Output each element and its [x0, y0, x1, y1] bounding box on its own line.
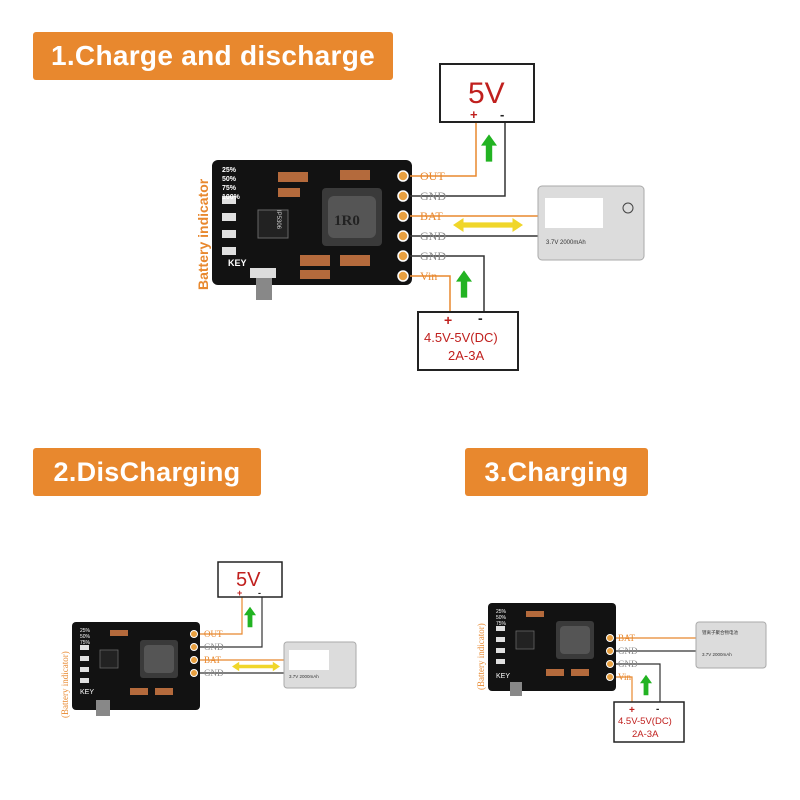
pin-label-bat: BAT: [618, 633, 636, 643]
pin-label-gnd: GND: [420, 229, 446, 243]
plus-sign: +: [629, 705, 635, 716]
minus-sign: -: [500, 107, 504, 122]
battery-spec: 3.7V 2000mAh: [702, 652, 732, 657]
battery-spec: 3.7V 2000mAh: [289, 674, 319, 679]
up-arrow-icon: [640, 674, 652, 696]
pcb-board: [72, 622, 200, 710]
bidirectional-arrow-icon: [453, 218, 523, 232]
input-current-range: 2A-3A: [448, 348, 484, 363]
pin-label-vin: Vin: [618, 672, 631, 682]
pin-label-gnd: GND: [204, 668, 224, 678]
key-switch: [510, 682, 522, 696]
level-label: 25%: [222, 167, 237, 174]
level-label: 75%: [222, 185, 237, 192]
diagram-charging: [488, 603, 767, 743]
ic-label: IP5306: [275, 210, 281, 230]
pin-label-bat: BAT: [204, 655, 222, 665]
minus-sign: -: [258, 588, 261, 598]
pin-label-gnd: GND: [618, 646, 638, 656]
pin-label-gnd: GND: [420, 249, 446, 263]
battery-indicator-label: (Battery indicator): [476, 623, 486, 690]
pin-label-gnd: GND: [618, 659, 638, 669]
key-label: KEY: [228, 258, 247, 268]
key-label: KEY: [496, 673, 510, 680]
output-voltage: 5V: [468, 77, 505, 110]
input-voltage-range: 4.5V-5V(DC): [424, 330, 498, 345]
battery-title: 锂离子聚合物电池: [702, 629, 738, 636]
key-switch: [96, 700, 110, 716]
output-5v-box: [439, 63, 535, 123]
section-title-charge-discharge: 1.Charge and discharge: [33, 32, 393, 80]
output-voltage: 5V: [236, 569, 261, 591]
level-label: 75%: [496, 621, 507, 627]
input-voltage-range: 4.5V-5V(DC): [618, 716, 672, 727]
section-title-charging: 3.Charging: [465, 448, 648, 496]
level-label: 50%: [222, 176, 237, 183]
plus-sign: +: [237, 588, 242, 598]
pin-label-vin: Vin: [420, 269, 437, 283]
diagram-charge-discharge: [212, 63, 645, 371]
battery-spec: 3.7V 2000mAh: [546, 240, 586, 246]
up-arrow-icon: [456, 270, 472, 298]
lipo-battery: [695, 621, 767, 669]
plus-sign: +: [470, 107, 478, 122]
input-dc-box: [613, 701, 685, 743]
up-arrow-icon: [481, 134, 497, 162]
output-5v-box: [217, 561, 283, 598]
pin-label-bat: BAT: [420, 209, 443, 223]
key-label: KEY: [80, 689, 94, 696]
key-switch: [256, 278, 272, 300]
pin-label-gnd: GND: [204, 642, 224, 652]
battery-indicator-label: Battery indicator: [195, 178, 211, 290]
inductor-label: 1R0: [334, 213, 360, 229]
pin-label-gnd: GND: [420, 189, 446, 203]
input-dc-box: [417, 311, 519, 371]
level-label: 50%: [80, 634, 91, 640]
level-label: 25%: [496, 609, 507, 615]
pin-label-out: OUT: [420, 169, 445, 183]
plus-sign: +: [444, 312, 452, 328]
input-current-range: 2A-3A: [632, 729, 659, 740]
pin-label-out: OUT: [204, 629, 223, 639]
level-label: 50%: [496, 615, 507, 621]
up-arrow-icon: [244, 606, 256, 628]
section-title-discharging: 2.DisCharging: [33, 448, 261, 496]
minus-sign: -: [478, 310, 483, 326]
minus-sign: -: [656, 704, 659, 715]
level-label: 100%: [222, 194, 241, 201]
bidirectional-arrow-icon: [232, 661, 280, 672]
diagram-discharging: [72, 561, 357, 716]
battery-indicator-label: (Battery indicator): [60, 651, 70, 718]
level-label: 25%: [80, 628, 91, 634]
level-label: 75%: [80, 640, 91, 646]
